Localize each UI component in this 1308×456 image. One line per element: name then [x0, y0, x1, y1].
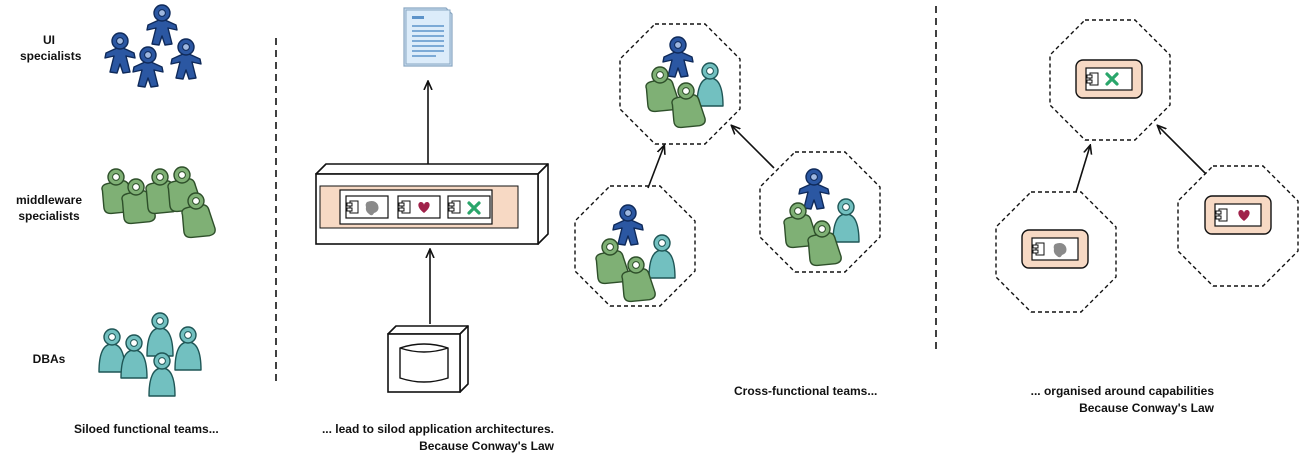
- person-icon: [132, 46, 164, 88]
- team-octagon: [1049, 19, 1171, 141]
- person-icon: [170, 38, 202, 80]
- caption-siloed-teams: Siloed functional teams...: [74, 422, 219, 436]
- arrow: [732, 126, 775, 169]
- dbas-label: DBAs: [32, 352, 66, 366]
- server-icon: [315, 163, 549, 245]
- person-icon: [146, 4, 178, 46]
- arrow: [1158, 126, 1207, 175]
- document-icon: [403, 7, 453, 67]
- person-icon: [98, 328, 126, 373]
- database-icon: [387, 325, 469, 393]
- caption-cross-functional: Cross-functional teams...: [734, 384, 878, 398]
- middleware-specialists-label: middleware specialists: [15, 193, 83, 223]
- capability-component: [1075, 59, 1143, 99]
- cross-functional-team: [642, 36, 724, 132]
- cross-functional-team: [780, 168, 860, 270]
- person-icon: [832, 198, 860, 243]
- ui-specialists-label: UI specialists: [20, 33, 82, 63]
- person-icon: [148, 352, 176, 397]
- capability-component: [1021, 229, 1089, 269]
- person-icon: [174, 326, 202, 371]
- arrow: [1075, 146, 1090, 193]
- dba-group: [98, 312, 202, 397]
- person-icon: [120, 334, 148, 379]
- middleware-specialists-group: [98, 166, 217, 242]
- capability-component: [1204, 195, 1272, 235]
- person-icon: [612, 204, 644, 246]
- person-icon: [104, 32, 136, 74]
- person-icon: [648, 234, 676, 279]
- person-icon: [146, 312, 174, 357]
- cross-functional-team: [592, 204, 676, 306]
- caption-silod-architectures: ... lead to silod application architectu…: [321, 422, 554, 453]
- caption-organised-capabilities: ... organised around capabilities Becaus…: [1030, 384, 1214, 415]
- person-icon: [696, 62, 724, 107]
- team-octagon: [574, 185, 696, 307]
- person-icon: [798, 168, 830, 210]
- ui-specialists-group: [104, 4, 202, 88]
- team-octagon: [995, 191, 1117, 313]
- team-octagon: [759, 151, 881, 273]
- team-octagon: [1177, 165, 1299, 287]
- arrow: [647, 146, 664, 189]
- team-octagon: [619, 23, 741, 145]
